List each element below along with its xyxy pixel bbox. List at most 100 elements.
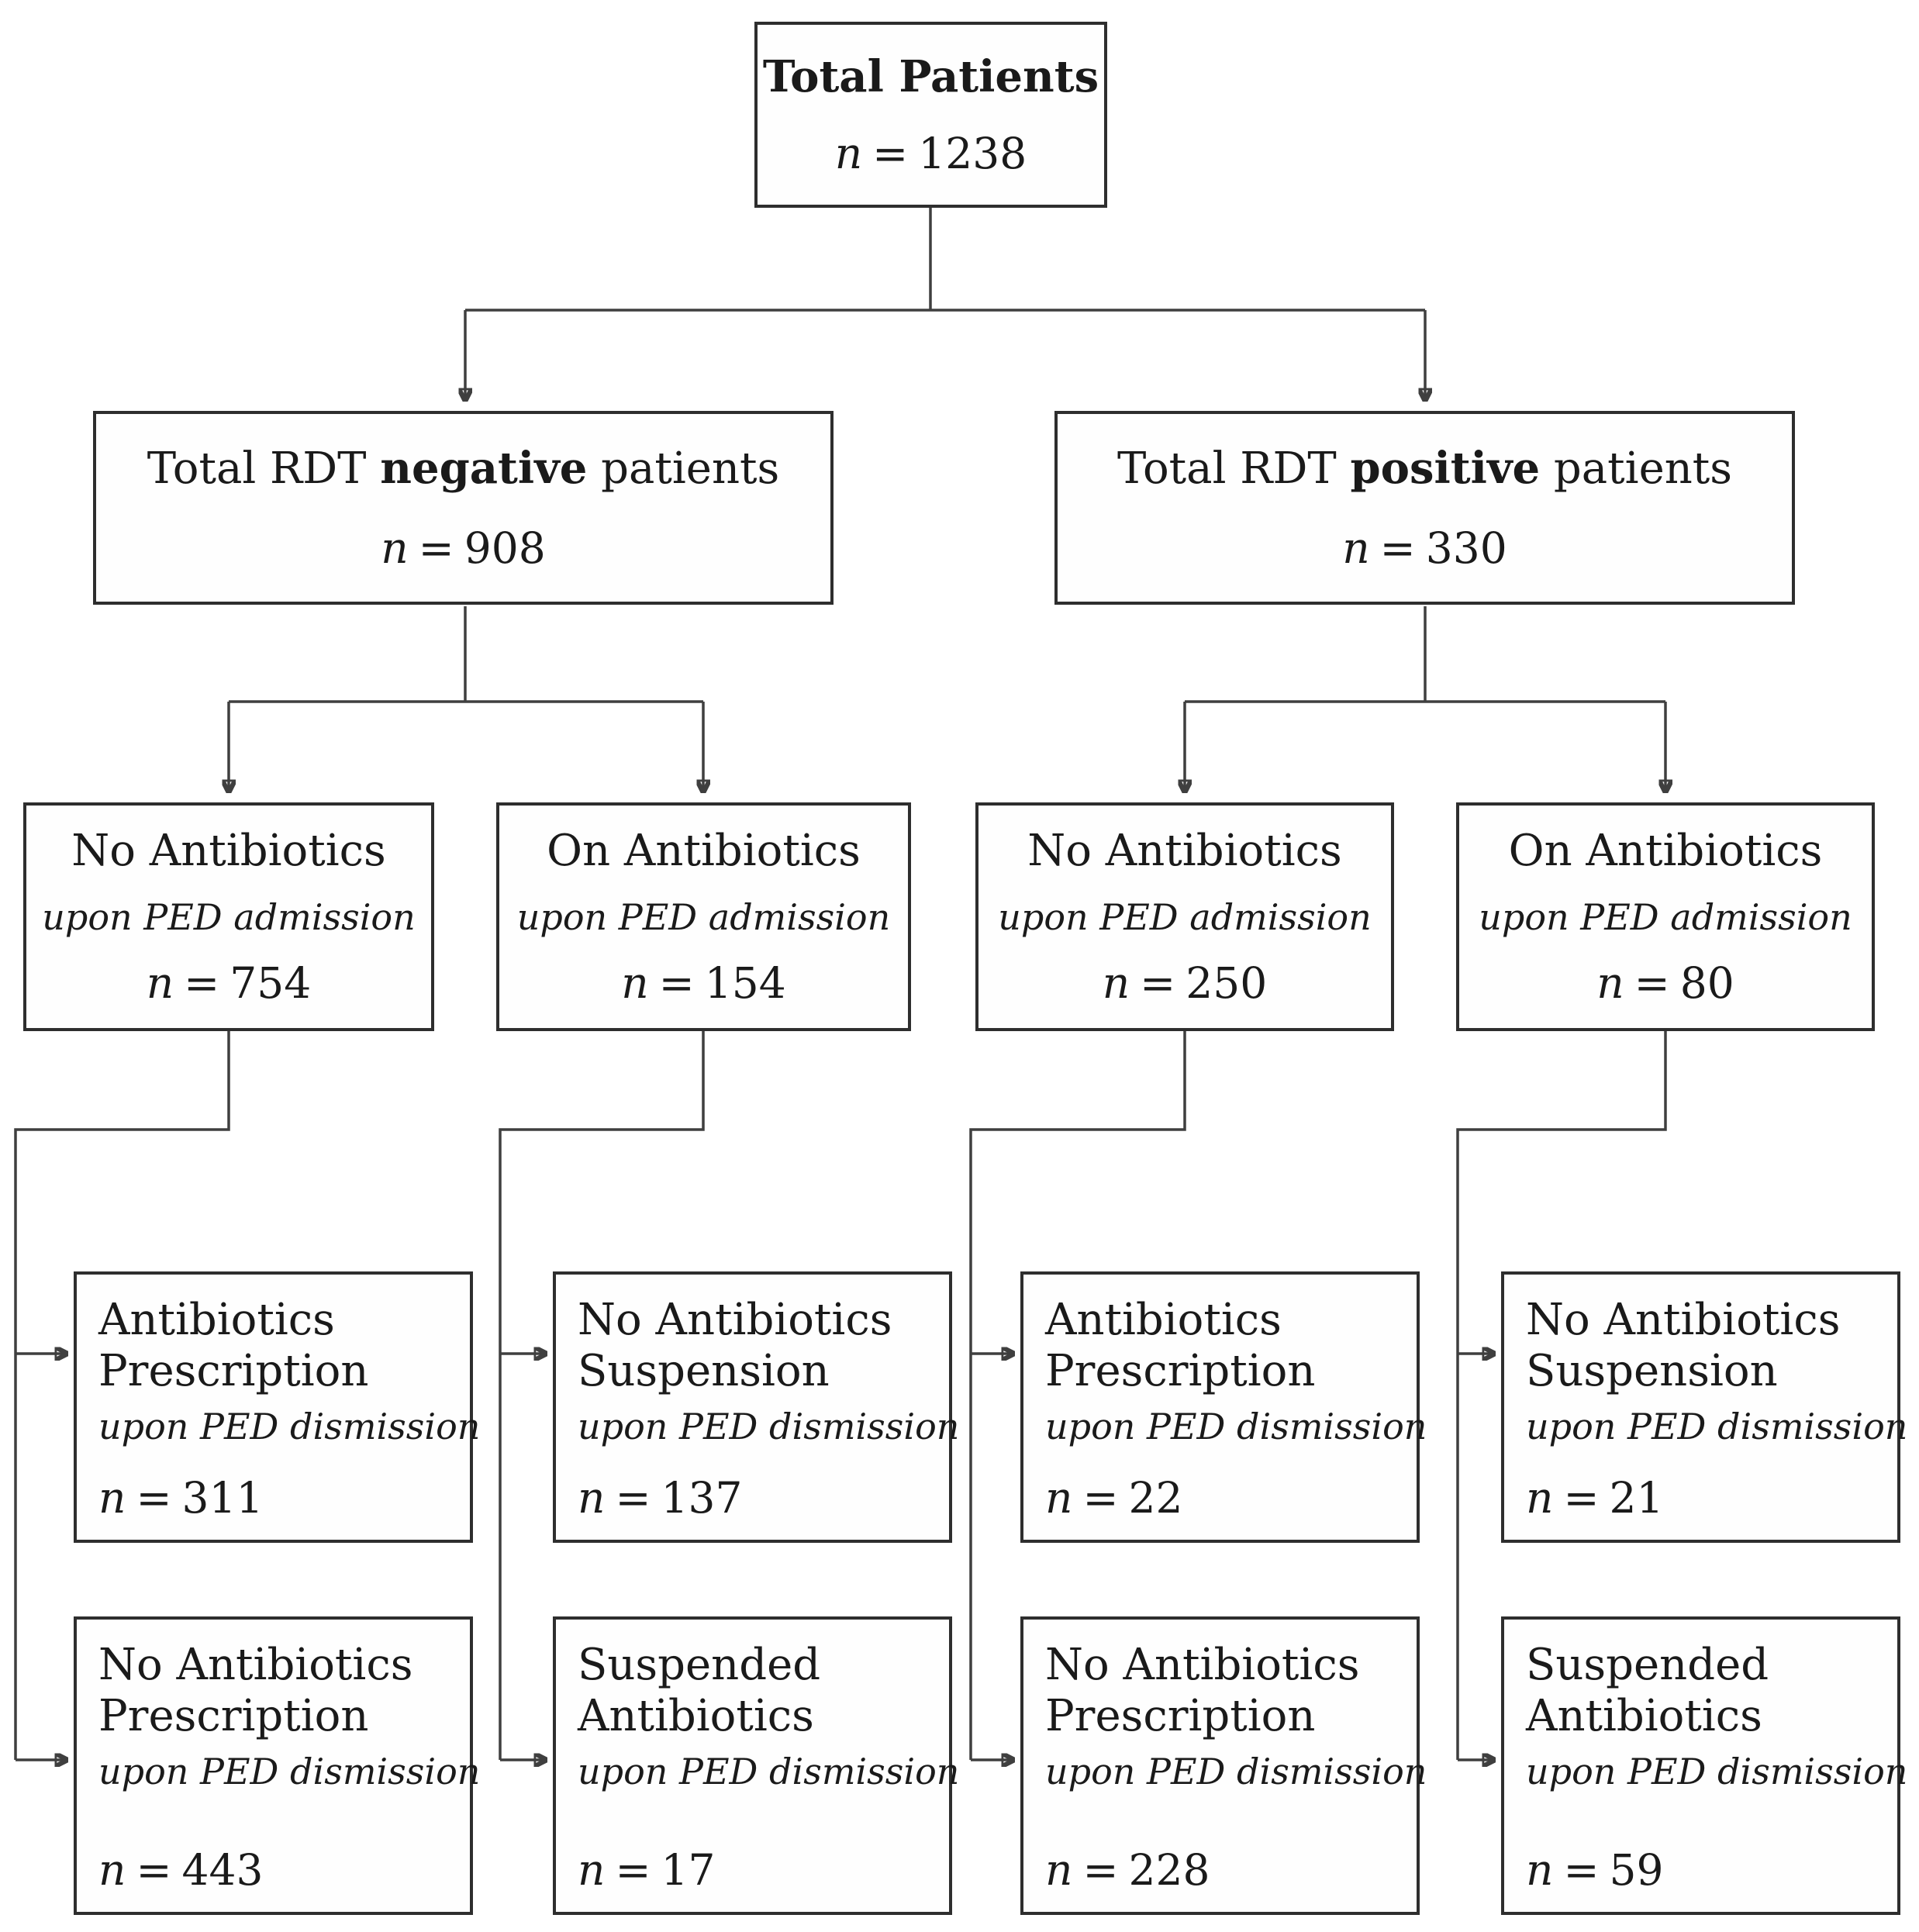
title-pre: Total RDT	[147, 443, 381, 495]
node-total-patients: Total Patients n=1238	[754, 22, 1107, 208]
node-no-antibiotics-prescription-pos: No Antibiotics Prescription upon PED dis…	[1020, 1616, 1427, 1915]
node-on-antibiotics-ped-admission-pos: On Antibiotics upon PED admission n=80	[1456, 802, 1875, 1031]
n-variable: n	[1102, 957, 1130, 1008]
node-title-line2: Prescription	[98, 1346, 369, 1397]
equals-sign: =	[658, 957, 695, 1008]
equals-sign: =	[615, 1844, 651, 1895]
n-value: 250	[1186, 957, 1268, 1008]
connector-line	[14, 1031, 230, 1760]
node-count: n=1238	[835, 129, 1027, 178]
node-subtitle: upon PED dismission	[1526, 1406, 1908, 1448]
n-value: 154	[704, 957, 786, 1008]
n-variable: n	[1526, 1844, 1554, 1895]
n-variable: n	[1596, 957, 1624, 1008]
title-post: patients	[1540, 443, 1733, 495]
node-count: n=228	[1045, 1835, 1210, 1895]
node-subtitle: upon PED dismission	[1045, 1406, 1427, 1448]
node-title-line1: No Antibiotics	[1045, 1640, 1360, 1690]
n-value: 1238	[918, 128, 1027, 178]
equals-sign: =	[1634, 957, 1670, 1008]
equals-sign: =	[872, 128, 909, 178]
node-title: Total Patients	[762, 51, 1099, 103]
node-no-antibiotics-suspension-neg: No Antibiotics Suspension upon PED dismi…	[553, 1271, 959, 1543]
node-title: On Antibiotics	[547, 826, 861, 877]
node-subtitle: upon PED dismission	[1045, 1751, 1427, 1793]
equals-sign: =	[1140, 957, 1176, 1008]
n-value: 228	[1128, 1844, 1210, 1895]
title-bold: negative	[380, 443, 588, 495]
equals-sign: =	[136, 1844, 172, 1895]
equals-sign: =	[1563, 1844, 1600, 1895]
n-value: 443	[181, 1844, 264, 1895]
connector-line	[1456, 1031, 1667, 1760]
node-no-antibiotics-ped-admission-neg: No Antibiotics upon PED admission n=754	[23, 802, 434, 1031]
n-variable: n	[1045, 1472, 1073, 1523]
title-bold: positive	[1350, 443, 1541, 495]
node-subtitle: upon PED dismission	[1526, 1751, 1908, 1793]
node-title-line2: Suspension	[578, 1346, 830, 1397]
title-post: patients	[587, 443, 780, 495]
n-variable: n	[578, 1844, 606, 1895]
n-value: 17	[661, 1844, 716, 1895]
n-value: 754	[230, 957, 312, 1008]
node-title: No Antibiotics	[71, 826, 386, 877]
node-count: n=17	[578, 1835, 716, 1895]
n-value: 22	[1128, 1472, 1183, 1523]
n-value: 21	[1609, 1472, 1664, 1523]
n-value: 330	[1425, 523, 1507, 573]
node-count: n=22	[1045, 1463, 1183, 1523]
equals-sign: =	[1082, 1472, 1119, 1523]
node-count: n=59	[1526, 1835, 1664, 1895]
node-no-antibiotics-prescription-neg: No Antibiotics Prescription upon PED dis…	[74, 1616, 480, 1915]
node-title-line1: No Antibiotics	[98, 1640, 413, 1690]
n-variable: n	[98, 1472, 126, 1523]
n-variable: n	[98, 1844, 126, 1895]
node-on-antibiotics-ped-admission-neg: On Antibiotics upon PED admission n=154	[496, 802, 911, 1031]
node-title-line2: Antibiotics	[578, 1691, 814, 1742]
node-count: n=80	[1596, 957, 1734, 1008]
node-count: n=908	[381, 523, 546, 573]
n-value: 137	[661, 1472, 743, 1523]
node-subtitle: upon PED dismission	[578, 1751, 960, 1793]
node-count: n=21	[1526, 1463, 1664, 1523]
node-title-line1: Suspended	[578, 1640, 821, 1690]
node-title: Total RDT negative patients	[147, 443, 780, 495]
node-antibiotics-prescription-neg: Antibiotics Prescription upon PED dismis…	[74, 1271, 480, 1543]
node-count: n=754	[147, 957, 312, 1008]
node-subtitle: upon PED admission	[1479, 896, 1852, 939]
node-title: No Antibiotics	[1027, 826, 1342, 877]
n-value: 59	[1609, 1844, 1664, 1895]
equals-sign: =	[1082, 1844, 1119, 1895]
node-title-line1: Suspended	[1526, 1640, 1769, 1690]
node-no-antibiotics-suspension-pos: No Antibiotics Suspension upon PED dismi…	[1501, 1271, 1907, 1543]
node-count: n=250	[1102, 957, 1268, 1008]
node-title-line2: Prescription	[1045, 1691, 1316, 1742]
node-title: Total RDT positive patients	[1117, 443, 1732, 495]
node-subtitle: upon PED dismission	[98, 1751, 481, 1793]
node-count: n=330	[1342, 523, 1507, 573]
node-count: n=311	[98, 1463, 264, 1523]
n-variable: n	[1045, 1844, 1073, 1895]
node-suspended-antibiotics-pos: Suspended Antibiotics upon PED dismissio…	[1501, 1616, 1907, 1915]
equals-sign: =	[615, 1472, 651, 1523]
n-variable: n	[381, 523, 409, 573]
n-variable: n	[1526, 1472, 1554, 1523]
node-subtitle: upon PED admission	[516, 896, 891, 939]
node-title-line2: Suspension	[1526, 1346, 1778, 1397]
equals-sign: =	[1379, 523, 1416, 573]
node-rdt-negative: Total RDT negative patients n=908	[93, 411, 834, 605]
node-title-line1: No Antibiotics	[1526, 1295, 1841, 1345]
n-variable: n	[1342, 523, 1370, 573]
node-antibiotics-prescription-pos: Antibiotics Prescription upon PED dismis…	[1020, 1271, 1427, 1543]
node-title-line2: Antibiotics	[1526, 1691, 1762, 1742]
title-pre: Total RDT	[1117, 443, 1351, 495]
node-subtitle: upon PED dismission	[578, 1406, 960, 1448]
n-variable: n	[834, 128, 863, 178]
connector-line	[499, 1031, 705, 1760]
node-title-line1: Antibiotics	[98, 1295, 335, 1345]
n-variable: n	[621, 957, 649, 1008]
connector-line	[969, 1031, 1186, 1760]
node-rdt-positive: Total RDT positive patients n=330	[1054, 411, 1795, 605]
